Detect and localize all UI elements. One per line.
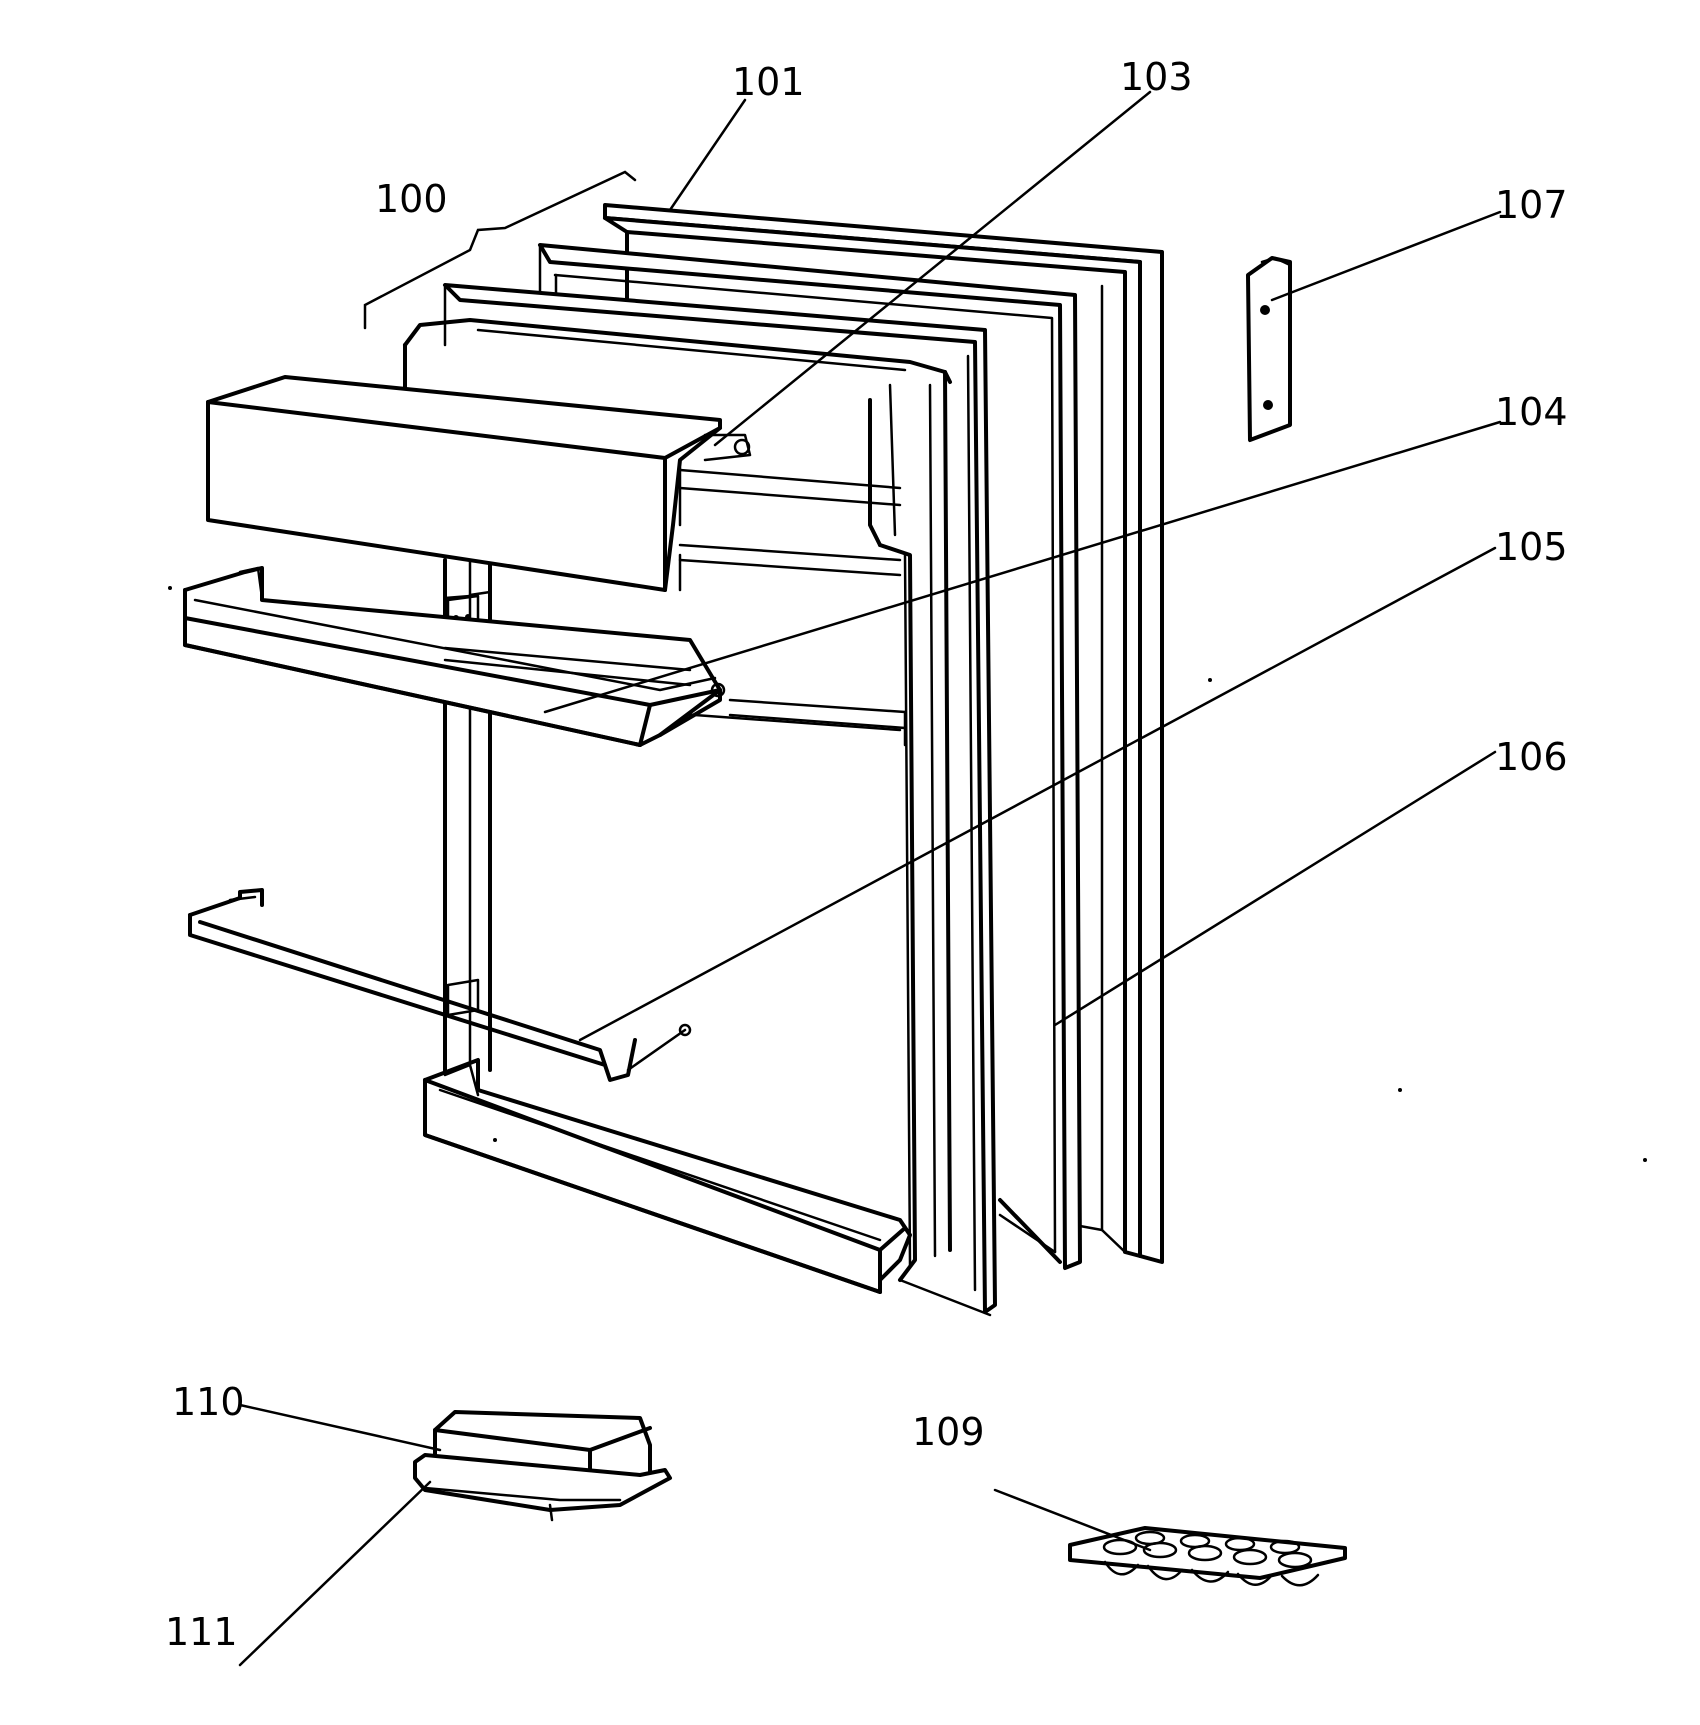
upper-door-shelf (183, 566, 726, 747)
outer-door-panel (603, 203, 1164, 1264)
egg-tray (1068, 1526, 1347, 1587)
gasket-frame (538, 243, 1082, 1270)
callout-101: 101 (732, 60, 805, 104)
scan-specks (168, 586, 1647, 1162)
callout-107: 107 (1495, 183, 1568, 227)
callout-105: 105 (1495, 525, 1568, 569)
bottom-door-shelf (423, 1058, 912, 1294)
door-bar (188, 888, 692, 1082)
callout-104: 104 (1495, 390, 1568, 434)
butter-dish (413, 1410, 672, 1522)
callout-100: 100 (375, 177, 448, 221)
hinge-part (1246, 256, 1292, 442)
callout-109: 109 (912, 1410, 985, 1454)
door-liner (403, 283, 997, 1317)
callout-labels: 100 101 103 107 104 105 106 110 109 111 (165, 55, 1568, 1654)
callout-103: 103 (1120, 55, 1193, 99)
callout-106: 106 (1495, 735, 1568, 779)
callout-111: 111 (165, 1610, 238, 1654)
dairy-compartment (206, 375, 752, 592)
leader-lines (238, 90, 1502, 1667)
callout-110: 110 (172, 1380, 245, 1424)
